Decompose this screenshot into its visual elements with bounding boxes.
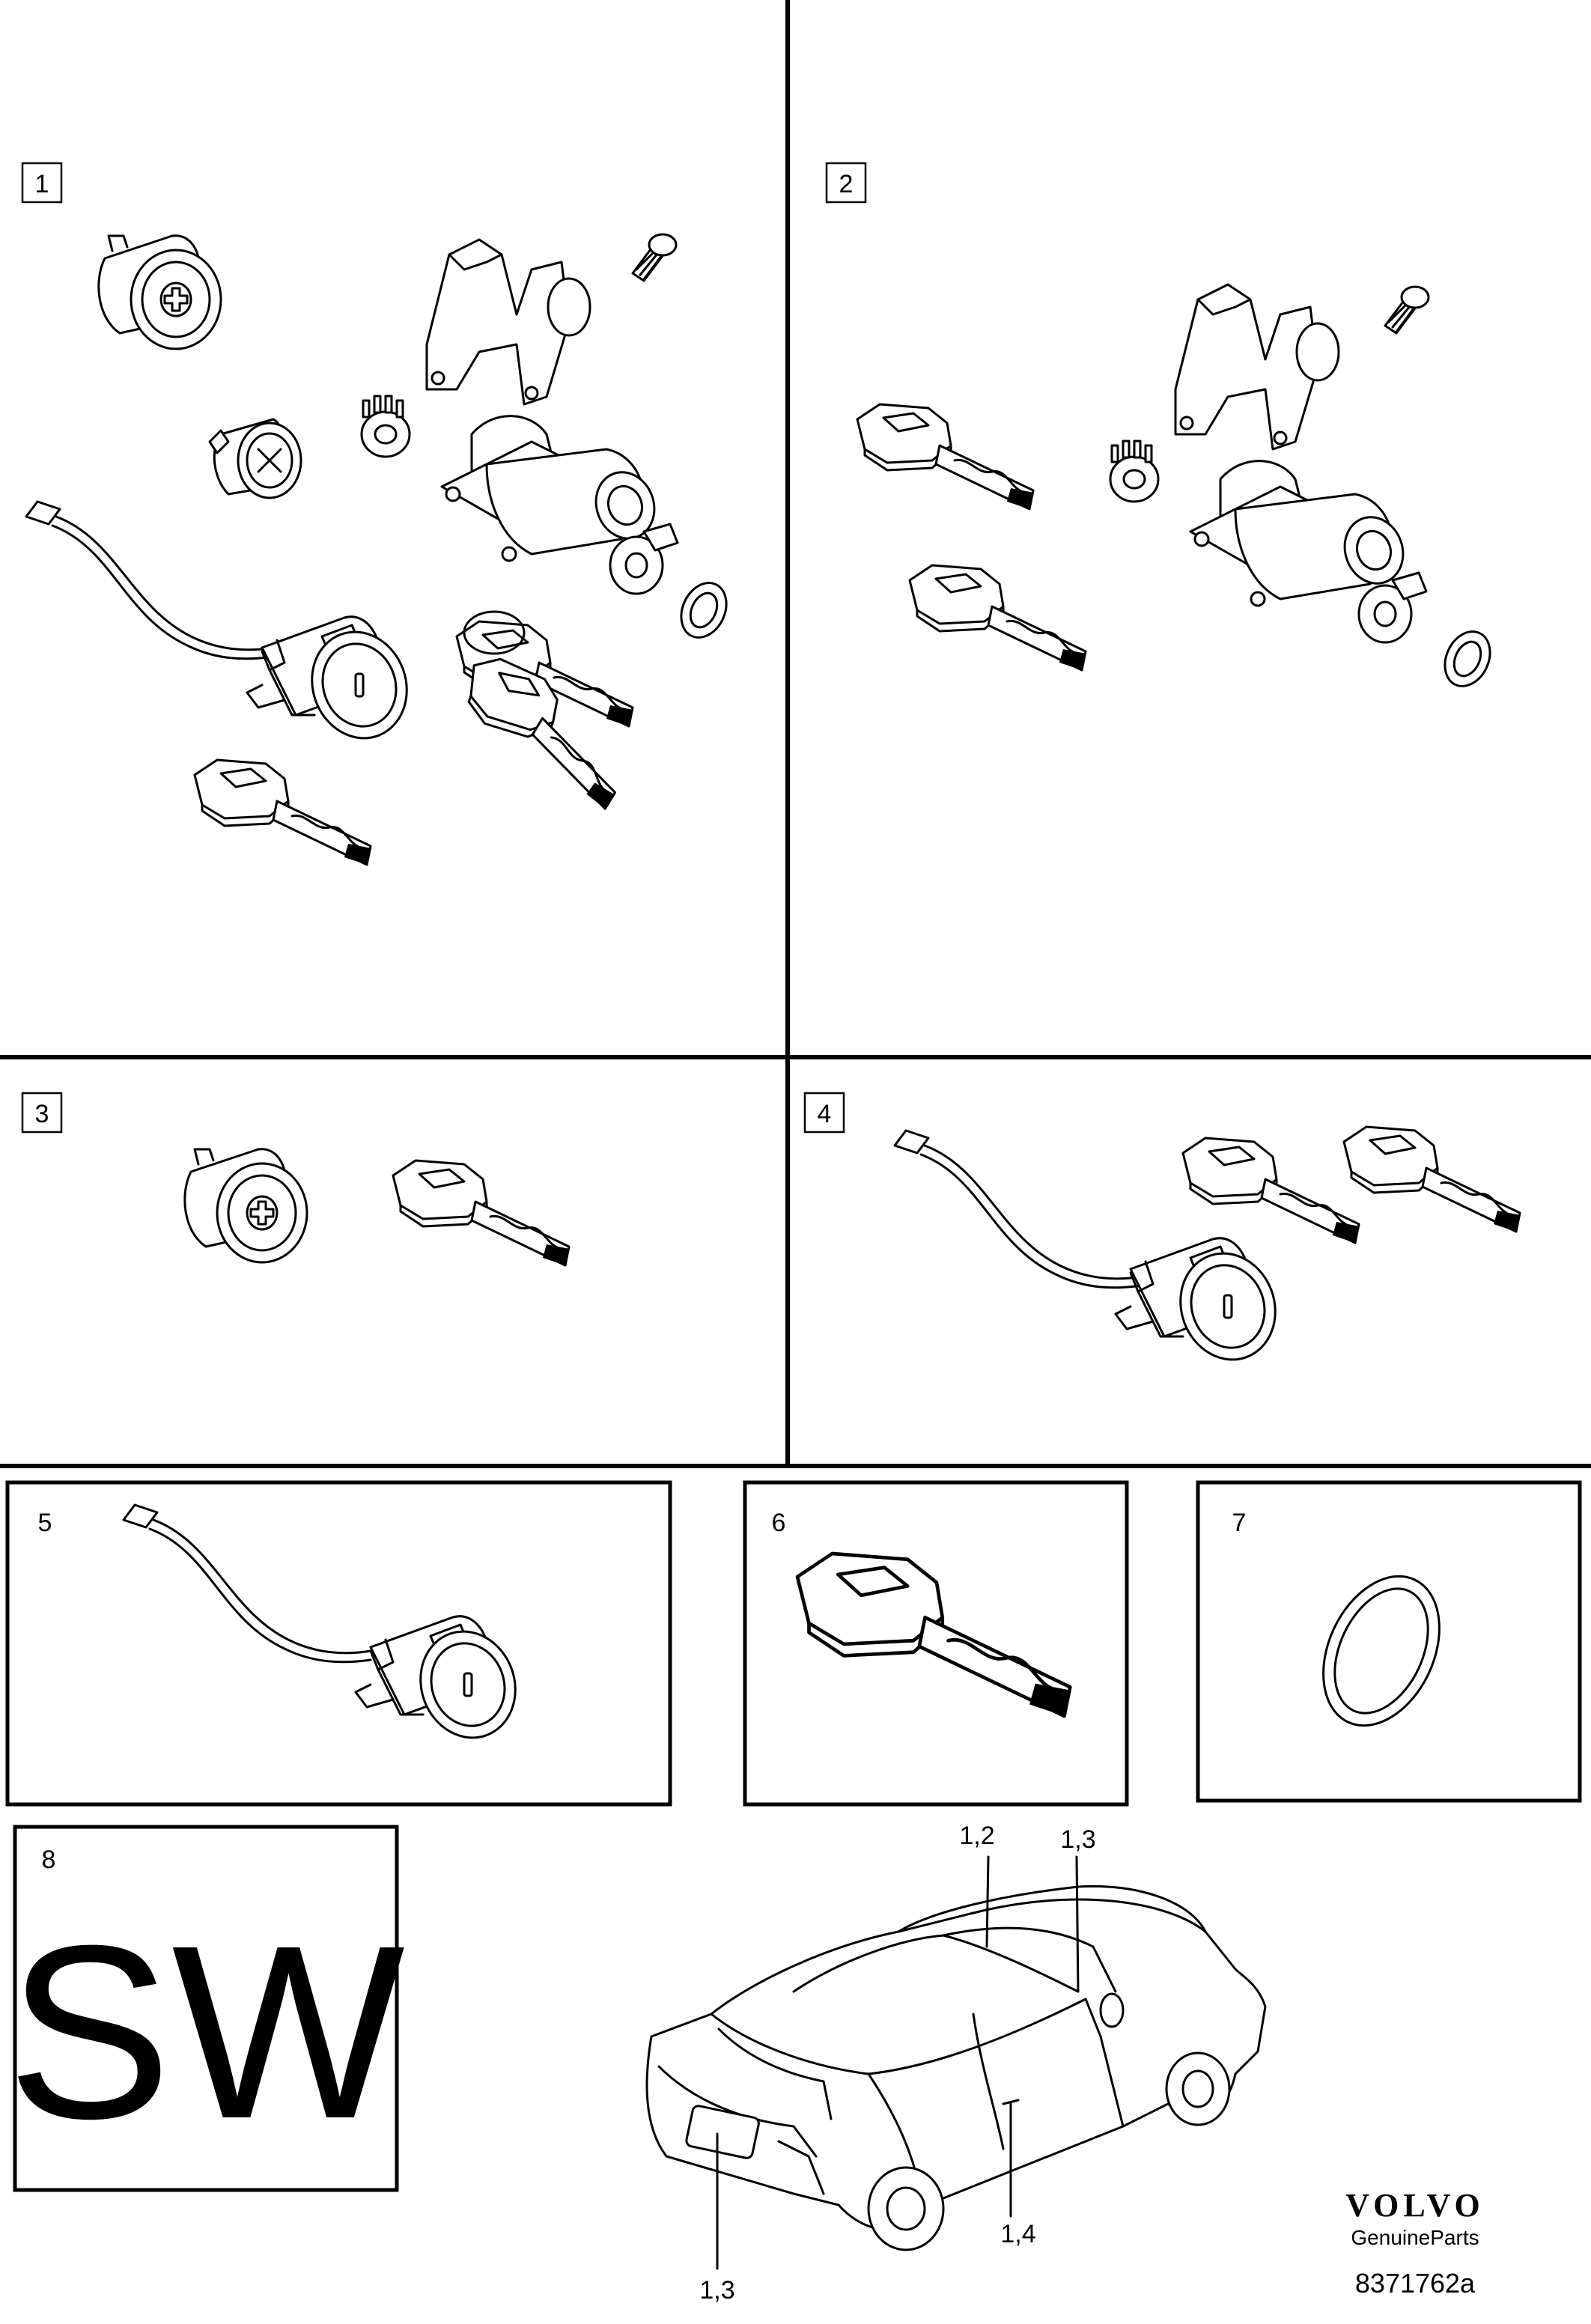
ignition-switch bbox=[1109, 439, 1160, 503]
lock-cylinder-with-wire bbox=[1114, 1237, 1292, 1375]
panel-4: 4 bbox=[803, 1092, 1522, 1375]
ignition-lock-housing bbox=[1174, 283, 1414, 607]
market-code: SW bbox=[7, 1893, 407, 2170]
trunk-lock-cylinder bbox=[183, 1148, 308, 1264]
wire-lead bbox=[25, 500, 275, 660]
key bbox=[797, 1554, 1071, 1716]
panel-1: 1 bbox=[21, 162, 736, 866]
panel-label-8: 8 bbox=[42, 1846, 56, 1874]
panel-2: 2 bbox=[825, 162, 1500, 695]
key bbox=[1181, 1137, 1361, 1244]
key-ring bbox=[463, 610, 526, 655]
screw bbox=[631, 233, 678, 282]
ignition-switch bbox=[360, 395, 411, 458]
key bbox=[908, 564, 1088, 672]
washer bbox=[672, 574, 736, 646]
washer bbox=[1435, 623, 1500, 695]
brand-subtitle: GenuineParts bbox=[1351, 2226, 1479, 2249]
car-overview: 1,2 1,3 1,4 1,3 bbox=[645, 1822, 1267, 2305]
ignition-lock-housing bbox=[425, 238, 665, 562]
panel-label-6: 6 bbox=[772, 1509, 786, 1537]
key bbox=[193, 758, 373, 866]
callout-roof: 1,2 bbox=[959, 1822, 994, 1850]
key bbox=[392, 1159, 571, 1267]
brand-name: VOLVO bbox=[1345, 2187, 1485, 2224]
panel-label-5: 5 bbox=[38, 1509, 52, 1537]
callout-rear: 1,3 bbox=[699, 2276, 734, 2305]
wire-lead bbox=[893, 1129, 1143, 1289]
key bbox=[856, 403, 1035, 511]
panel-5: 5 bbox=[5, 1480, 672, 1807]
part-number: 8371762a bbox=[1354, 2268, 1476, 2299]
door-lock-cylinder bbox=[208, 418, 302, 499]
panel-label-4: 4 bbox=[818, 1100, 832, 1128]
washer bbox=[1322, 1575, 1441, 1727]
panel-8: 8 SW bbox=[7, 1825, 407, 2192]
panel-6: 6 bbox=[743, 1480, 1129, 1807]
panel-7: 7 bbox=[1196, 1480, 1582, 1803]
callout-trunk: 1,3 bbox=[1060, 1825, 1095, 1854]
panel-3: 3 bbox=[21, 1092, 571, 1267]
key bbox=[1342, 1125, 1522, 1233]
panel-label-2: 2 bbox=[839, 170, 854, 198]
screw bbox=[1384, 285, 1430, 335]
trunk-lock-cylinder bbox=[97, 234, 222, 350]
lock-cylinder-with-wire bbox=[246, 615, 423, 753]
wire-lead bbox=[122, 1503, 372, 1664]
panel-label-1: 1 bbox=[35, 170, 49, 198]
brand-block: VOLVO GenuineParts 8371762a bbox=[1325, 2186, 1505, 2299]
panel-label-3: 3 bbox=[35, 1100, 49, 1128]
lock-cylinder-with-wire bbox=[354, 1615, 532, 1753]
panel-label-7: 7 bbox=[1232, 1509, 1247, 1537]
callout-door: 1,4 bbox=[1000, 2220, 1035, 2248]
